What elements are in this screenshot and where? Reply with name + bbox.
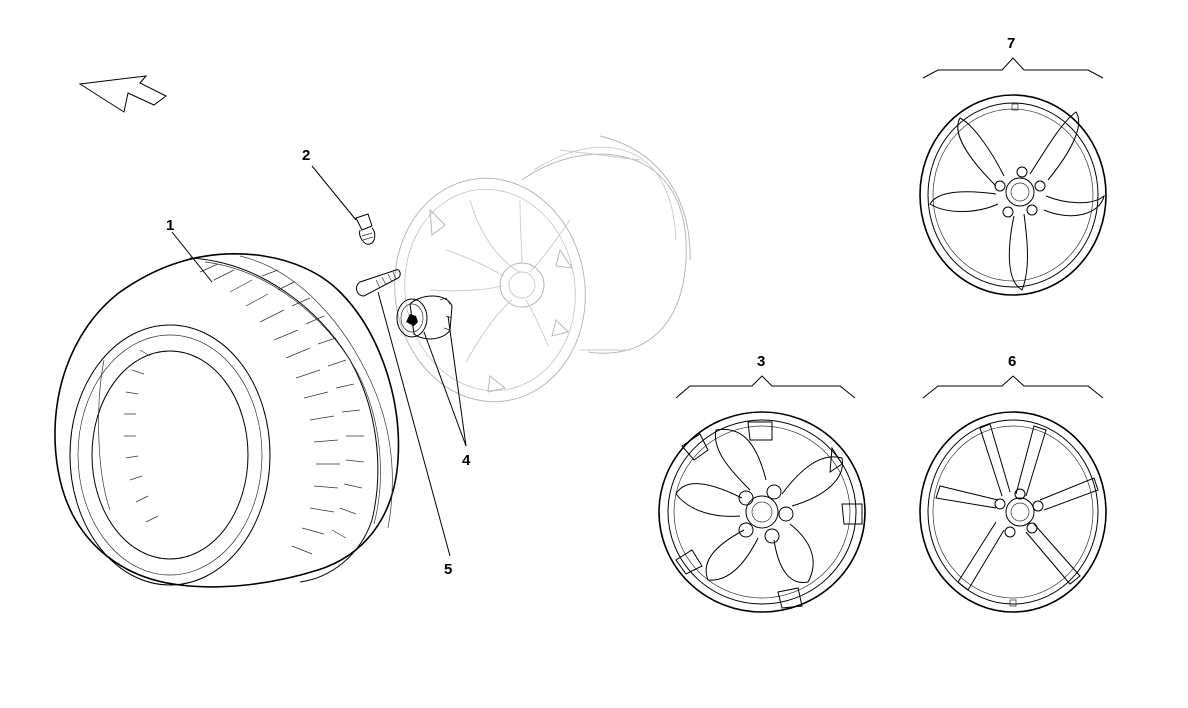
callout-2: 2 <box>302 147 310 164</box>
direction-arrow-icon <box>78 75 167 113</box>
bull-emblem-icon <box>406 314 418 326</box>
wheel-option-b <box>919 411 1107 613</box>
wheel-option-c <box>919 94 1107 296</box>
wheel-bolt <box>355 213 376 245</box>
wheel-option-a <box>658 411 866 613</box>
callout-7: 7 <box>1007 35 1015 52</box>
callout-3: 3 <box>757 353 765 370</box>
leader-lines <box>171 57 1104 557</box>
callout-4: 4 <box>462 452 471 469</box>
tyre <box>54 253 400 588</box>
anti-theft-bolt <box>356 269 401 297</box>
callout-5: 5 <box>444 561 452 578</box>
callout-1: 1 <box>166 217 174 234</box>
rim-ghost <box>394 135 691 403</box>
callout-6: 6 <box>1008 353 1016 370</box>
